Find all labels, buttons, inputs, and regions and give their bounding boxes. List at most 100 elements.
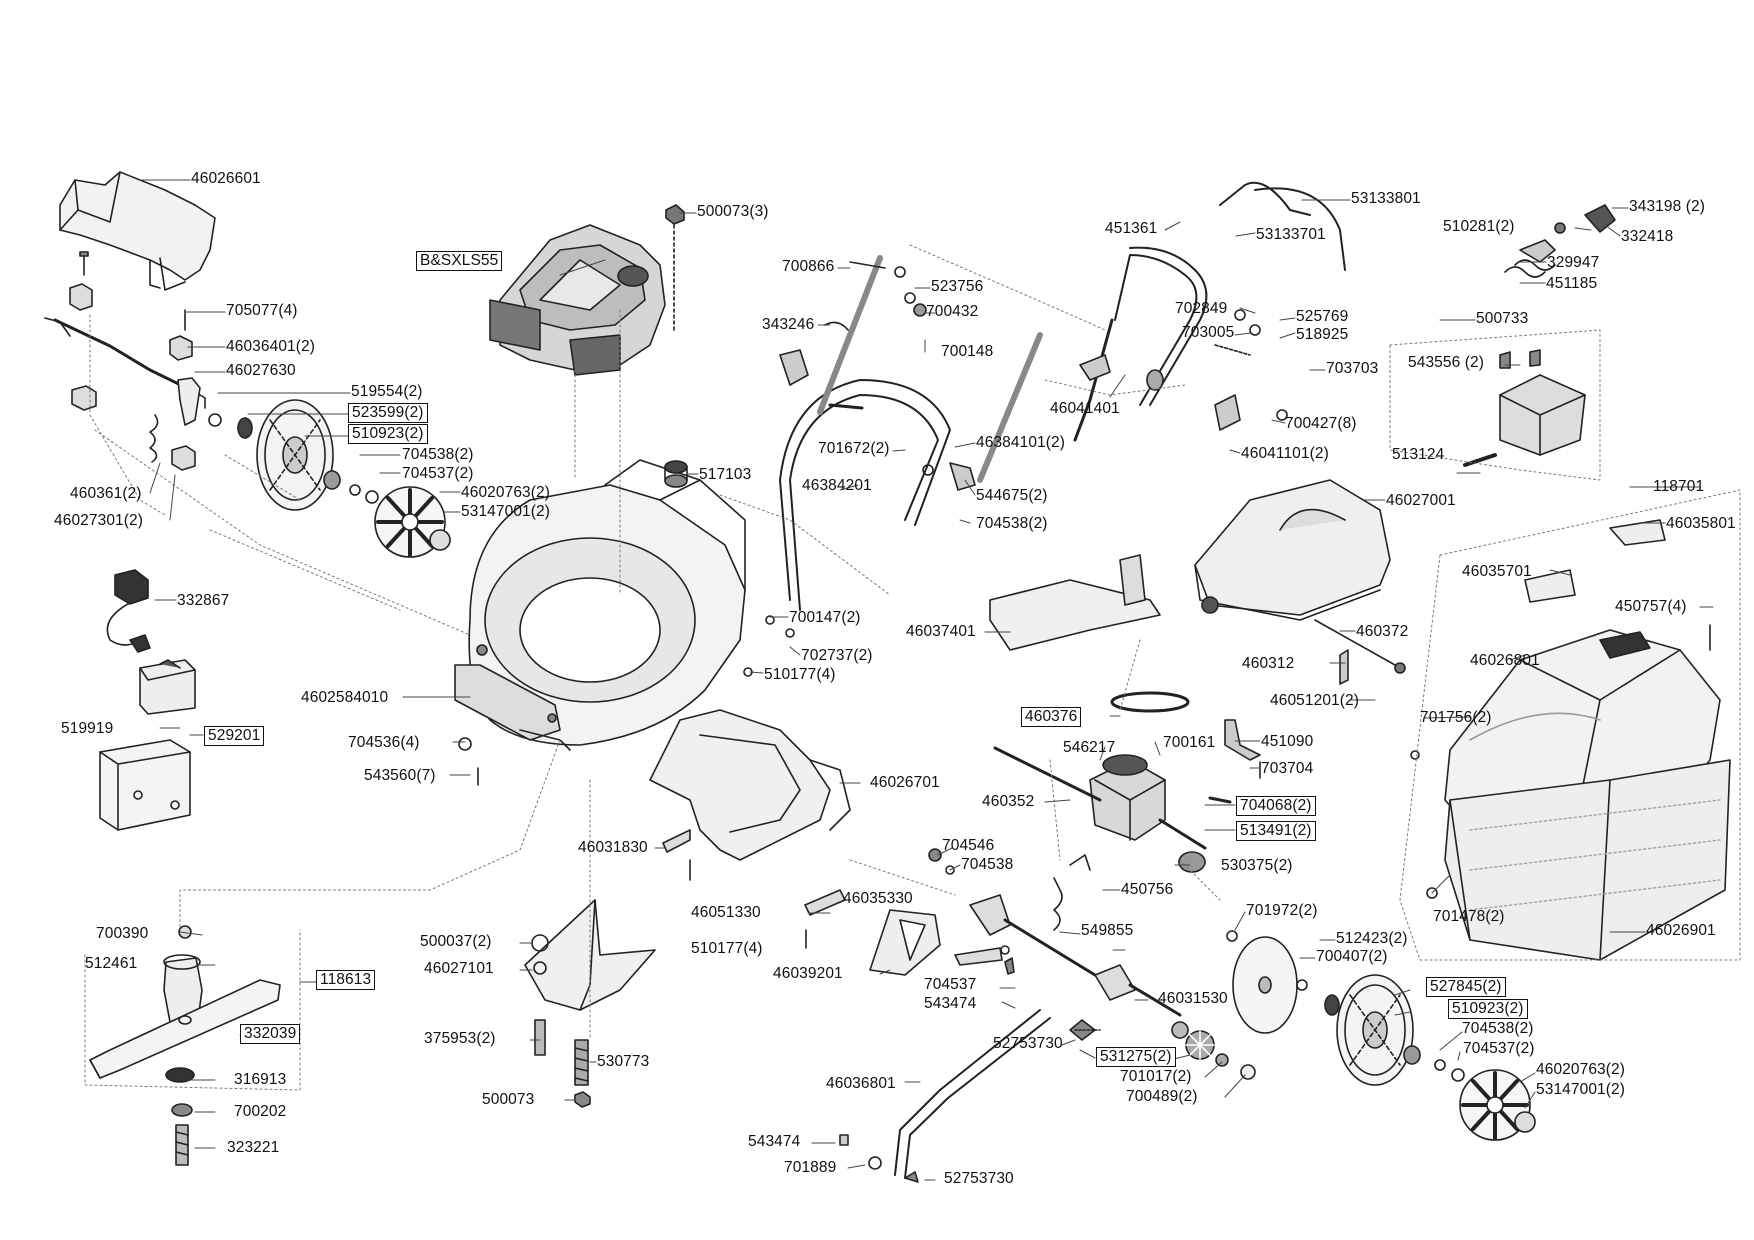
label-500037-2: 500037(2)	[420, 933, 492, 950]
label-118701: 118701	[1653, 478, 1705, 495]
label-704537-2-a: 704537(2)	[402, 465, 474, 482]
bag-top-cover-46027001	[1194, 479, 1391, 621]
drive-gear-531275	[1185, 1030, 1215, 1060]
label-46026601: 46026601	[191, 170, 261, 187]
label-700148: 700148	[941, 343, 994, 360]
label-518925: 518925	[1296, 326, 1349, 343]
engagement-lever-46036801	[894, 1009, 1051, 1179]
label-704537-2-b: 704537(2)	[1463, 1040, 1535, 1057]
label-704538-2-a: 704538(2)	[402, 446, 474, 463]
label-332039: 332039	[240, 1024, 301, 1044]
label-519919: 519919	[61, 720, 114, 737]
label-460372: 460372	[1356, 623, 1409, 640]
label-700432: 700432	[926, 303, 979, 320]
charger-332867	[106, 569, 151, 653]
label-46036401-2: 46036401(2)	[226, 338, 316, 355]
label-549855: 549855	[1081, 922, 1134, 939]
label-46041401: 46041401	[1050, 400, 1120, 417]
label-704538-2-b: 704538(2)	[976, 515, 1048, 532]
tool-box-519919	[99, 739, 191, 831]
label-46020763-2-a: 46020763(2)	[461, 484, 551, 501]
grass-bag-frame-46026901	[1444, 759, 1731, 961]
label-702737-2: 702737(2)	[801, 647, 873, 664]
label-704538: 704538	[961, 856, 1014, 873]
label-525769: 525769	[1296, 308, 1349, 325]
label-375953-2: 375953(2)	[424, 1030, 496, 1047]
label-512461: 512461	[85, 955, 138, 972]
label-513491-2: 513491(2)	[1236, 821, 1316, 841]
label-543474-a: 543474	[924, 995, 977, 1012]
label-46041101-2: 46041101(2)	[1241, 445, 1329, 462]
label-701889: 701889	[784, 1159, 837, 1176]
label-46036801: 46036801	[826, 1075, 896, 1092]
label-510923-2-b: 510923(2)	[1448, 999, 1528, 1019]
label-323221: 323221	[227, 1139, 280, 1156]
label-546217: 546217	[1063, 739, 1116, 756]
label-451361: 451361	[1105, 220, 1158, 237]
label-316913: 316913	[234, 1071, 287, 1088]
label-46384201: 46384201	[802, 477, 872, 494]
label-700161: 700161	[1163, 734, 1216, 751]
mulch-insert-46037401	[989, 554, 1161, 651]
label-460352: 460352	[982, 793, 1035, 810]
label-4602584010: 4602584010	[301, 689, 389, 706]
label-523756: 523756	[931, 278, 984, 295]
mower-deck-4602584010	[454, 459, 746, 751]
label-bsxls55: B&SXLS55	[416, 251, 503, 271]
label-46026801: 46026801	[1470, 652, 1540, 669]
label-46039201: 46039201	[773, 965, 843, 982]
handle-upper-451361	[1073, 181, 1346, 442]
label-460312: 460312	[1242, 655, 1295, 672]
label-704536-4: 704536(4)	[348, 734, 420, 751]
label-700407-2: 700407(2)	[1316, 948, 1388, 965]
label-46026901: 46026901	[1646, 922, 1716, 939]
label-527845-2: 527845(2)	[1426, 977, 1506, 997]
label-343198-2: 343198 (2)	[1629, 198, 1705, 215]
label-704546: 704546	[942, 837, 995, 854]
label-700866: 700866	[782, 258, 835, 275]
label-700427-8: 700427(8)	[1285, 415, 1357, 432]
label-53147001-2-b: 53147001(2)	[1536, 1081, 1626, 1098]
label-500073: 500073	[482, 1091, 535, 1108]
label-701756-2: 701756(2)	[1420, 709, 1492, 726]
drive-disc-512423	[1232, 936, 1298, 1034]
hubcap-left	[374, 486, 446, 558]
drive-axle-assembly	[969, 894, 1189, 1039]
label-700147-2: 700147(2)	[789, 609, 861, 626]
label-701672-2: 701672(2)	[818, 440, 890, 457]
label-704538-2-c: 704538(2)	[1462, 1020, 1534, 1037]
label-704537: 704537	[924, 976, 977, 993]
blade-assembly	[89, 925, 281, 1166]
label-543474-b: 543474	[748, 1133, 801, 1150]
label-700489-2: 700489(2)	[1126, 1088, 1198, 1105]
label-705077-4: 705077(4)	[226, 302, 298, 319]
label-46384101-2: 46384101(2)	[976, 434, 1066, 451]
label-460376: 460376	[1021, 707, 1082, 727]
label-517103: 517103	[699, 466, 752, 483]
label-53133801: 53133801	[1351, 190, 1421, 207]
label-703704: 703704	[1261, 760, 1314, 777]
engine-bsxls55	[489, 224, 666, 376]
label-451185: 451185	[1546, 275, 1598, 292]
label-46051330: 46051330	[691, 904, 761, 921]
label-46035701: 46035701	[1462, 563, 1532, 580]
label-332418: 332418	[1621, 228, 1674, 245]
label-700202: 700202	[234, 1103, 287, 1120]
label-46027301-2: 46027301(2)	[54, 512, 144, 529]
handle-lower-46384201	[779, 255, 1043, 611]
label-118613: 118613	[316, 970, 376, 990]
label-703703: 703703	[1326, 360, 1379, 377]
label-704068-2: 704068(2)	[1236, 796, 1316, 816]
label-500073-3: 500073(3)	[697, 203, 769, 220]
label-700390: 700390	[96, 925, 149, 942]
label-46027001: 46027001	[1386, 492, 1456, 509]
label-53133701: 53133701	[1256, 226, 1326, 243]
label-46051201-2: 46051201(2)	[1270, 692, 1360, 709]
label-510923-2-a: 510923(2)	[348, 424, 428, 444]
label-510177-4-a: 510177(4)	[764, 666, 836, 683]
label-450756: 450756	[1121, 881, 1174, 898]
label-703005: 703005	[1182, 324, 1235, 341]
engine-top-cover-46026601	[59, 171, 216, 291]
label-701972-2: 701972(2)	[1246, 902, 1318, 919]
